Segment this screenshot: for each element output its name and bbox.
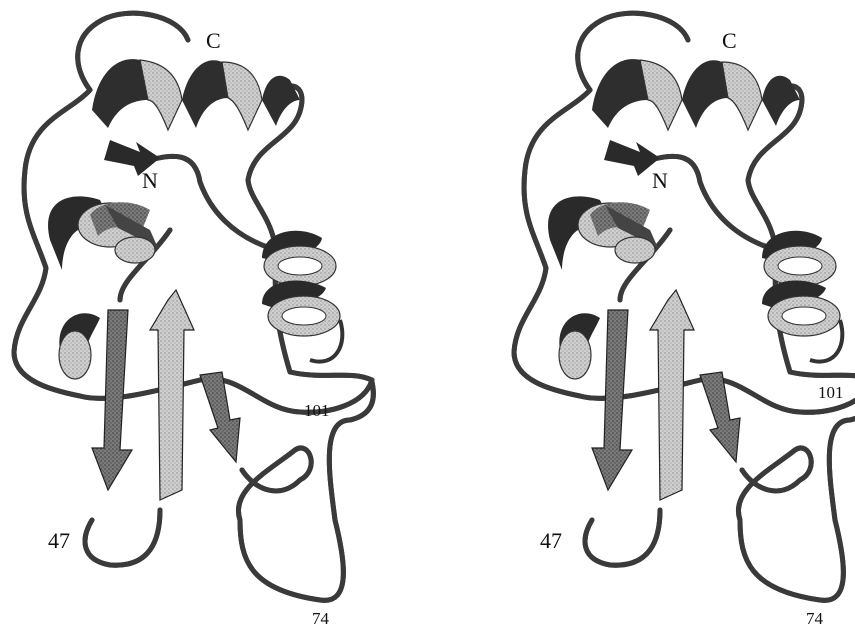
c-terminus-label: C <box>206 28 221 53</box>
n-terminus-label: N <box>652 168 668 193</box>
n-terminus-label: N <box>142 168 158 193</box>
residue-101-label: 101 <box>818 383 844 402</box>
left-stereo-view: C N 47 74 101 <box>14 13 373 628</box>
residue-101-label: 101 <box>304 401 330 420</box>
residue-47-label: 47 <box>48 528 70 553</box>
right-stereo-view: C N 47 74 101 <box>514 13 855 628</box>
residue-47-label: 47 <box>540 528 562 553</box>
residue-74-label: 74 <box>312 609 330 628</box>
c-terminus-label: C <box>722 28 737 53</box>
residue-74-label: 74 <box>806 609 824 628</box>
